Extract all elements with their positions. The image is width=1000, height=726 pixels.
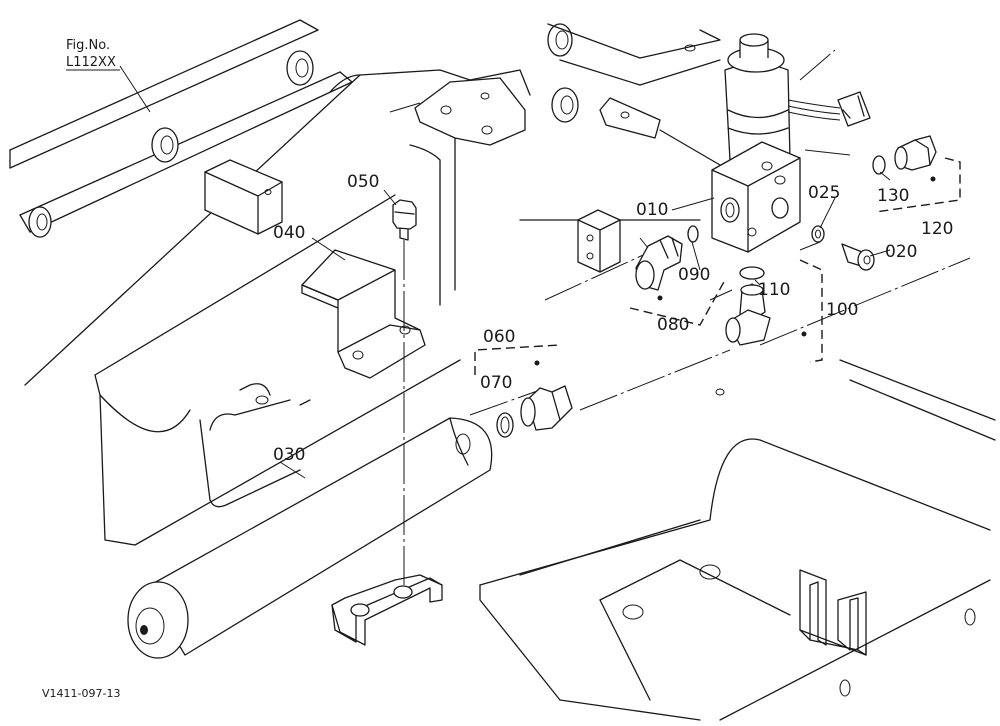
label-025: 025: [808, 183, 840, 203]
part-025-washer: [811, 225, 825, 243]
part-020-bolt: [841, 243, 875, 271]
part-120-fitting: [894, 135, 937, 182]
label-010: 010: [636, 200, 668, 220]
mount-block: [577, 209, 621, 273]
part-100-elbow-fitting: [725, 283, 807, 346]
label-080: 080: [657, 315, 689, 335]
drawing-code: V1411-097-13: [42, 687, 120, 700]
part-010-solenoid-valve: [599, 33, 871, 253]
lower-clamp: [331, 574, 443, 646]
label-050: 050: [347, 172, 379, 192]
part-080-elbow-fitting: [635, 235, 683, 301]
label-070: 070: [480, 373, 512, 393]
label-120: 120: [921, 219, 953, 239]
part-060-fitting: [520, 360, 573, 431]
valve-mount-plate: [414, 77, 526, 146]
part-030-accumulator: [127, 417, 493, 659]
part-070-o-ring: [496, 412, 514, 438]
group-bracket-120: [874, 157, 961, 213]
background-frame: [9, 19, 996, 721]
part-090-o-ring: [687, 225, 699, 243]
part-050-bolt: [392, 199, 417, 585]
label-020: 020: [885, 242, 917, 262]
group-bracket-100: [799, 259, 823, 363]
fig-ref-number: L112XX: [66, 55, 116, 70]
part-040-bracket: [301, 249, 426, 379]
fig-ref-label: Fig.No.: [66, 38, 110, 53]
label-130: 130: [877, 186, 909, 206]
part-labels: Fig.No. L112XX 050 040 030 060 070 010 0…: [42, 38, 953, 700]
group-bracket-060: [474, 344, 561, 375]
leader-lines: [119, 65, 891, 479]
part-110-o-ring: [739, 266, 765, 280]
spacer-block: [204, 159, 283, 235]
label-040: 040: [273, 223, 305, 243]
label-060: 060: [483, 327, 515, 347]
label-090: 090: [678, 265, 710, 285]
label-110: 110: [758, 280, 790, 300]
label-030: 030: [273, 445, 305, 465]
label-100: 100: [826, 300, 858, 320]
group-bracket-080: [629, 279, 726, 326]
part-130-o-ring: [872, 155, 886, 175]
